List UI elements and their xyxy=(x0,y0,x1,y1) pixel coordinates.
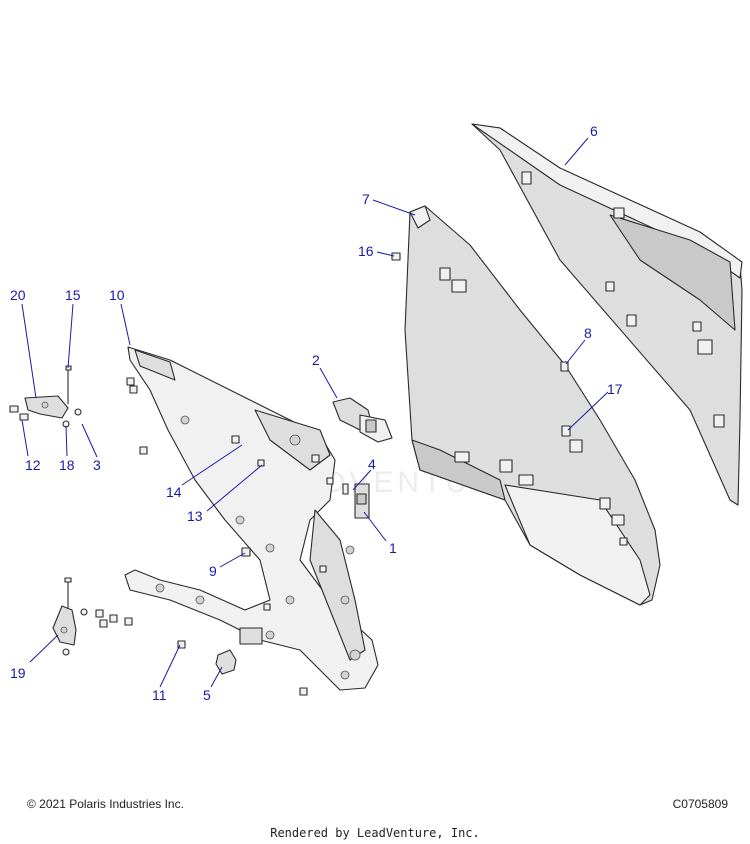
callout-20[interactable]: 20 xyxy=(10,287,26,303)
callout-16[interactable]: 16 xyxy=(358,243,374,259)
callout-13[interactable]: 13 xyxy=(187,508,203,524)
callout-2[interactable]: 2 xyxy=(312,352,320,368)
door-latch-handle xyxy=(332,397,393,443)
callout-17[interactable]: 17 xyxy=(607,381,623,397)
leader-lines xyxy=(21,137,609,688)
callout-labels: 1 2 3 4 5 6 7 8 9 10 11 12 13 14 15 16 1… xyxy=(10,123,623,703)
callout-9[interactable]: 9 xyxy=(209,563,217,579)
callout-19[interactable]: 19 xyxy=(10,665,26,681)
callout-6[interactable]: 6 xyxy=(590,123,598,139)
callout-5[interactable]: 5 xyxy=(203,687,211,703)
rendered-by-text: Rendered by LeadVenture, Inc. xyxy=(270,826,480,840)
clip-8 xyxy=(560,361,569,372)
upper-hinge xyxy=(9,365,82,428)
parts-diagram: LEADVENTURE xyxy=(9,123,743,703)
clip-16 xyxy=(391,252,401,261)
callout-12[interactable]: 12 xyxy=(25,457,41,473)
clip-17 xyxy=(561,425,571,437)
latch xyxy=(354,483,370,519)
rear-door-panel xyxy=(471,123,743,506)
copyright-text: © 2021 Polaris Industries Inc. xyxy=(27,797,184,811)
callout-11[interactable]: 11 xyxy=(152,687,167,703)
fasteners xyxy=(95,377,334,696)
callout-4[interactable]: 4 xyxy=(368,456,376,472)
lower-hinge xyxy=(52,577,88,656)
callout-7[interactable]: 7 xyxy=(362,191,370,207)
callout-8[interactable]: 8 xyxy=(584,325,592,341)
callout-14[interactable]: 14 xyxy=(166,484,182,500)
callout-1[interactable]: 1 xyxy=(389,540,397,556)
door-frame xyxy=(124,346,379,691)
callout-3[interactable]: 3 xyxy=(93,457,101,473)
callout-10[interactable]: 10 xyxy=(109,287,125,303)
latch-pin xyxy=(342,483,349,495)
front-door-panel xyxy=(404,205,661,606)
callout-18[interactable]: 18 xyxy=(59,457,75,473)
bumper xyxy=(215,649,237,675)
diagram-id: C0705809 xyxy=(672,797,728,811)
callout-15[interactable]: 15 xyxy=(65,287,81,303)
